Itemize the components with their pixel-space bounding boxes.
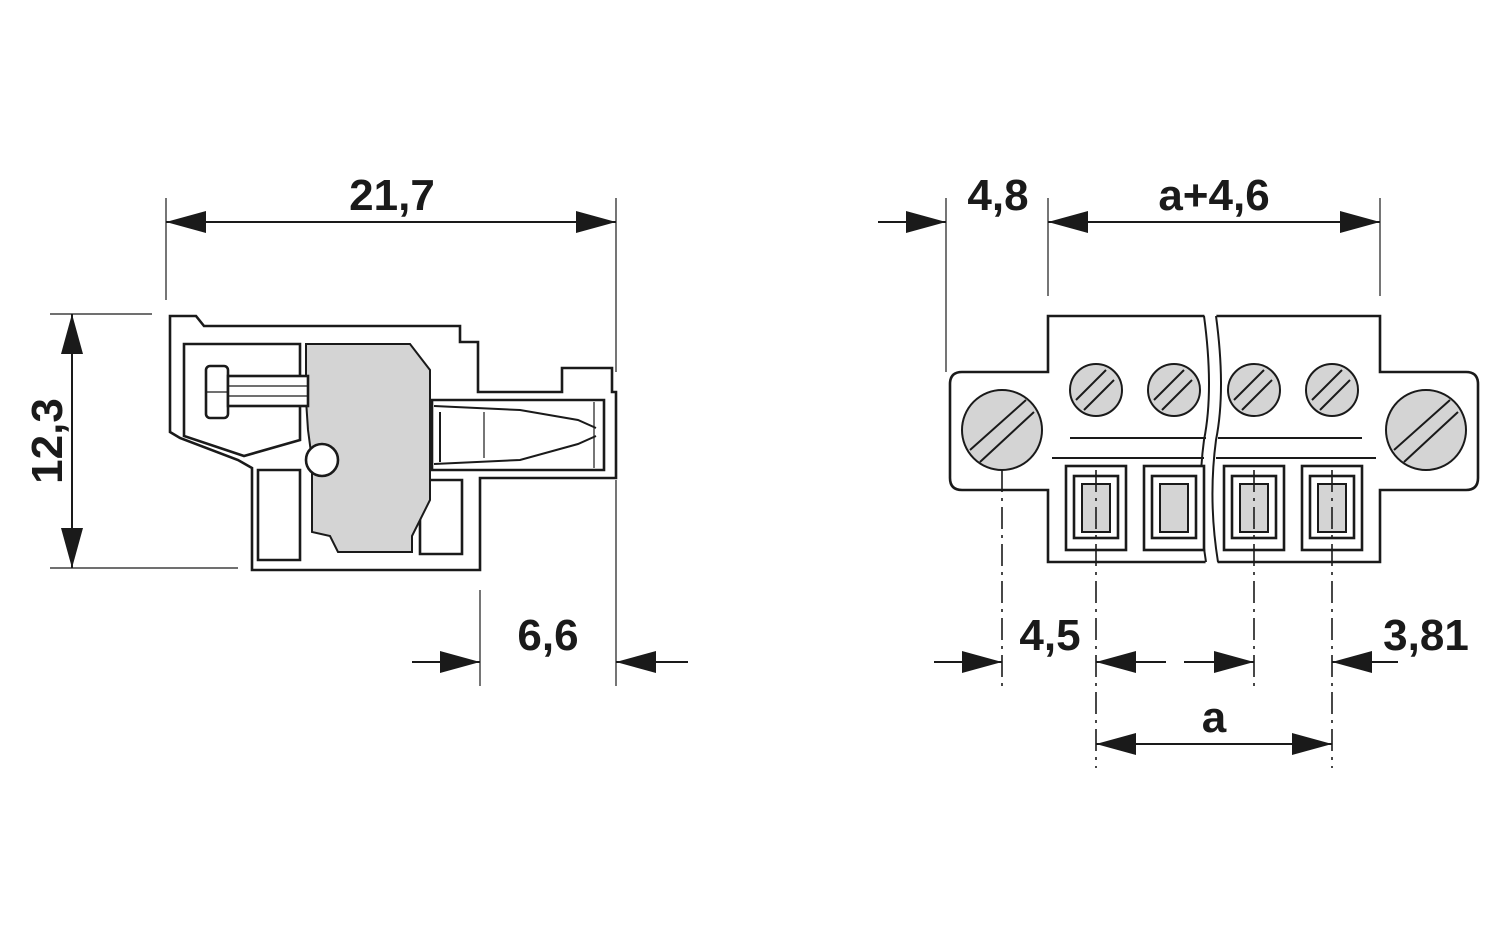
dim-line-offset (934, 651, 1166, 673)
terminal-screw-1-icon (1069, 363, 1123, 417)
dim-line-pitch (1184, 651, 1398, 673)
dim-line-body (1048, 211, 1380, 233)
flange-screw-right-icon (1385, 389, 1467, 471)
flange-screw-left-icon (961, 389, 1043, 471)
dim-length-label: 21,7 (349, 171, 435, 220)
screw-icon (204, 364, 310, 420)
wire-entry-2 (1142, 464, 1206, 552)
terminal-screw-3-icon (1227, 363, 1281, 417)
front-view: 4,8 a+4,6 (878, 171, 1480, 768)
dim-pitch-label: 3,81 (1383, 611, 1469, 660)
terminal-screw-2-icon (1147, 363, 1201, 417)
dim-offset-label: 4,5 (1019, 611, 1080, 660)
dim-line-flange (878, 211, 946, 233)
dim-a-label: a (1202, 693, 1227, 742)
side-view: 21,7 12,3 6,6 (23, 171, 688, 686)
dim-line-height (61, 314, 83, 568)
dim-flange-label: 4,8 (967, 171, 1028, 220)
connector-front (948, 312, 1480, 566)
connector-side-section (168, 314, 618, 572)
dim-line-depth (412, 651, 688, 673)
dim-line-length (166, 211, 616, 233)
dim-depth-label: 6,6 (517, 611, 578, 660)
dim-height-label: 12,3 (23, 398, 72, 484)
terminal-screw-4-icon (1305, 363, 1359, 417)
dim-line-a (1096, 733, 1332, 755)
dim-body-label: a+4,6 (1158, 171, 1269, 220)
